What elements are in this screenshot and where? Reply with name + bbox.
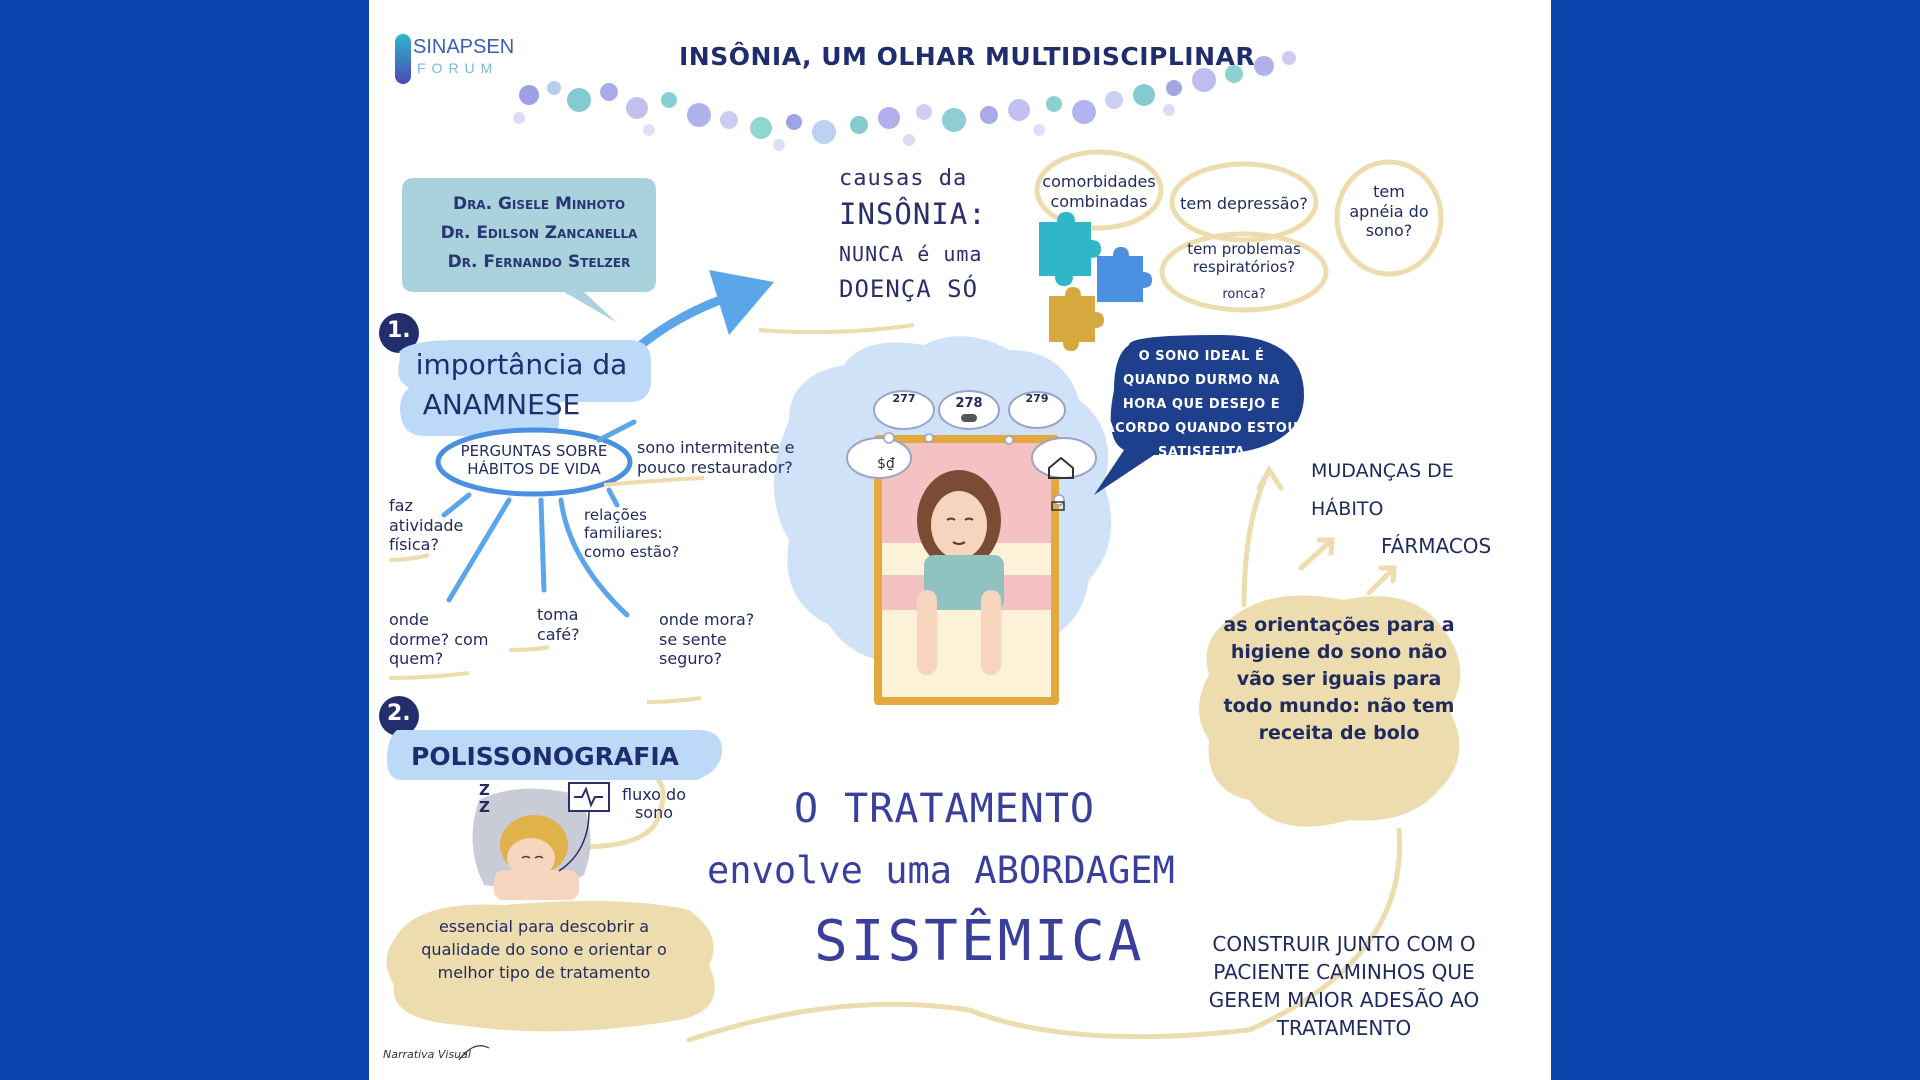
arrow-up-mudancas [1241, 467, 1272, 608]
ideal-sleep-text: O SONO IDEAL É QUANDO DURMO NA HORA QUE … [1104, 349, 1299, 460]
infographic-board: $₫ [369, 0, 1551, 1080]
section1-title-line2: ANAMNESE [422, 388, 581, 421]
sheep-icon [961, 414, 977, 422]
treatment-line3: SISTÊMICA [814, 909, 1145, 974]
treatment-line1: O TRATAMENTO [794, 786, 1095, 832]
causes-line1: causas da [839, 166, 968, 191]
farmacos-note: FÁRMACOS [1381, 534, 1492, 558]
logo-sub: FORUM [417, 60, 499, 76]
bubble-respiratorios: tem problemas respiratórios? [1187, 240, 1301, 277]
sleeping-woman-illustration [874, 435, 1059, 705]
q-sono: sono intermitente e pouco restaurador? [637, 438, 795, 477]
bubble-apneia: tem apnéia do sono? [1349, 182, 1429, 241]
section1-title-line1: importância da [415, 348, 628, 381]
polisso-blob [387, 730, 722, 780]
section2-zz: Z Z [479, 781, 490, 816]
q-dorme: onde dorme? com quem? [389, 610, 489, 669]
decor-layer: $₫ [379, 51, 1461, 1061]
causes-line4: DOENÇA SÓ [839, 274, 979, 303]
construir-text: CONSTRUIR JUNTO COM O PACIENTE CAMINHOS … [1208, 932, 1480, 1040]
q-cafe: toma café? [537, 605, 580, 644]
logo-name: SINAPSEN [413, 36, 515, 58]
logo-mark-icon [395, 34, 411, 84]
anamnese-blob [398, 340, 651, 436]
essencial-text: essencial para descobrir a qualidade do … [421, 917, 667, 982]
essencial-blob [386, 901, 715, 1032]
bubble-ronca: ronca? [1222, 287, 1266, 302]
sheep-count-3: 279 [1025, 392, 1049, 405]
house-icon [1048, 456, 1074, 479]
speaker-3: Dr. Fernando Stelzer [447, 252, 631, 272]
speakers: Dra. Gisele Minhoto Dr. Edilson Zancanel… [439, 190, 639, 277]
polysomnography-illustration [472, 782, 610, 900]
section2-title: POLISSONOGRAFIA [411, 742, 679, 771]
treatment-line2: envolve uma ABORDAGEM [707, 849, 1175, 892]
orientacoes-text: as orientações para a higiene do sono nã… [1223, 614, 1455, 744]
section2-number: 2. [387, 701, 411, 726]
causes-block: causas da INSÔNIA: NUNCA é uma DOENÇA SÓ [839, 166, 1039, 304]
questions-box: PERGUNTAS SOBRE HÁBITOS DE VIDA [460, 442, 608, 479]
thought-clouds [846, 390, 1097, 479]
speaker-1: Dra. Gisele Minhoto [452, 194, 626, 214]
section1-number: 1. [387, 318, 411, 343]
puzzle-icon [1039, 212, 1152, 351]
dollar-icon: $₫ [877, 456, 895, 472]
bubble-comorbidades: comorbidades combinadas [1042, 172, 1156, 211]
page-title: INSÔNIA, UM OLHAR MULTIDISCIPLINAR [679, 42, 1256, 71]
mudancas-note: MUDANÇAS DE HÁBITO [1311, 460, 1454, 520]
sheep-count-1: 277 [892, 392, 916, 405]
sheep-count-2: 278 [955, 396, 983, 411]
speaker-2: Dr. Edilson Zancanella [440, 223, 638, 243]
q-atividade: faz atividade física? [389, 496, 464, 555]
fluxo-label: fluxo do sono [621, 785, 686, 822]
number-circle-1 [379, 313, 419, 353]
signature: Narrativa Visual [383, 1048, 471, 1061]
logo: SINAPSEN FORUM [395, 30, 514, 90]
causes-line3: NUNCA é uma [839, 242, 983, 267]
question-arrows [441, 419, 637, 618]
number-circle-2 [379, 696, 419, 736]
causes-arrowhead [709, 270, 774, 335]
speakers-box [402, 178, 656, 322]
causes-line2: INSÔNIA: [839, 196, 987, 231]
questions-oval [435, 427, 633, 497]
orientacoes-blob [1199, 595, 1461, 827]
q-relacoes: relações familiares: como estão? [584, 506, 680, 561]
monitor-icon [1051, 501, 1065, 511]
ideal-sleep-bubble [1094, 335, 1304, 495]
bubble-band [513, 51, 1296, 151]
bubble-depressao: tem depressão? [1180, 194, 1308, 213]
q-mora: onde mora? se sente seguro? [659, 610, 755, 669]
